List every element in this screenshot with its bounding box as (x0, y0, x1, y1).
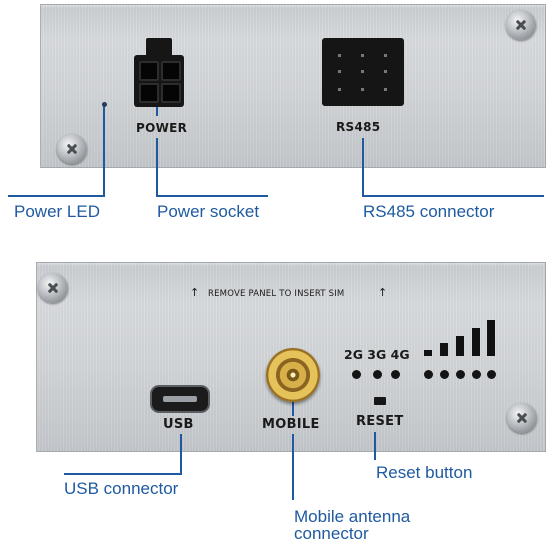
leader-line-rs485 (362, 195, 544, 197)
power-led-indicator (102, 102, 107, 107)
leader-line-mobile (292, 402, 294, 416)
signal-led (424, 370, 433, 379)
signal-bar-icon (472, 328, 480, 356)
silk-label-power: POWER (136, 121, 187, 135)
callout-rs485-connector: RS485 connector (363, 202, 494, 222)
rs485-connector (322, 38, 404, 106)
signal-led (456, 370, 465, 379)
screw-icon (57, 134, 87, 164)
silk-label-rs485: RS485 (336, 120, 380, 134)
signal-led (487, 370, 496, 379)
leader-line-power-led (8, 195, 105, 197)
leader-line-power-led (103, 106, 105, 196)
callout-reset-button: Reset button (376, 463, 472, 483)
usb-connector-tongue (163, 396, 197, 402)
screw-icon (507, 403, 537, 433)
signal-bar-icon (440, 343, 448, 356)
network-led-3g (373, 370, 382, 379)
leader-line-mobile (292, 434, 294, 500)
router-top-panel (40, 4, 546, 168)
reset-button-hole (374, 397, 386, 405)
leader-line-power-socket (156, 138, 158, 196)
leader-line-power-socket (156, 195, 268, 197)
callout-usb-connector: USB connector (64, 479, 178, 499)
screw-icon (506, 10, 536, 40)
signal-bar-icon (456, 336, 464, 356)
power-socket (134, 55, 184, 107)
signal-led (472, 370, 481, 379)
silk-label-sim: REMOVE PANEL TO INSERT SIM (208, 289, 344, 299)
signal-bar-icon (424, 350, 432, 356)
sim-arrow-icon: ↑ (190, 286, 199, 299)
leader-line-usb (64, 473, 182, 475)
silk-label-mobile: MOBILE (262, 417, 320, 432)
signal-bar-icon (487, 320, 495, 356)
silk-label-network: 2G 3G 4G (344, 347, 410, 362)
silk-label-reset: RESET (356, 414, 404, 429)
leader-line-reset (374, 432, 376, 460)
network-led-2g (352, 370, 361, 379)
network-led-4g (391, 370, 400, 379)
callout-mobile-antenna-line2: connector (294, 524, 369, 544)
signal-led (440, 370, 449, 379)
sim-arrow-icon: ↑ (378, 286, 387, 299)
callout-power-led: Power LED (14, 202, 100, 222)
callout-power-socket: Power socket (157, 202, 259, 222)
mobile-antenna-connector (266, 348, 320, 402)
leader-line-power-socket (156, 106, 158, 116)
leader-line-rs485 (362, 138, 364, 196)
leader-line-usb (180, 434, 182, 474)
screw-icon (38, 273, 68, 303)
silk-label-usb: USB (163, 417, 194, 432)
